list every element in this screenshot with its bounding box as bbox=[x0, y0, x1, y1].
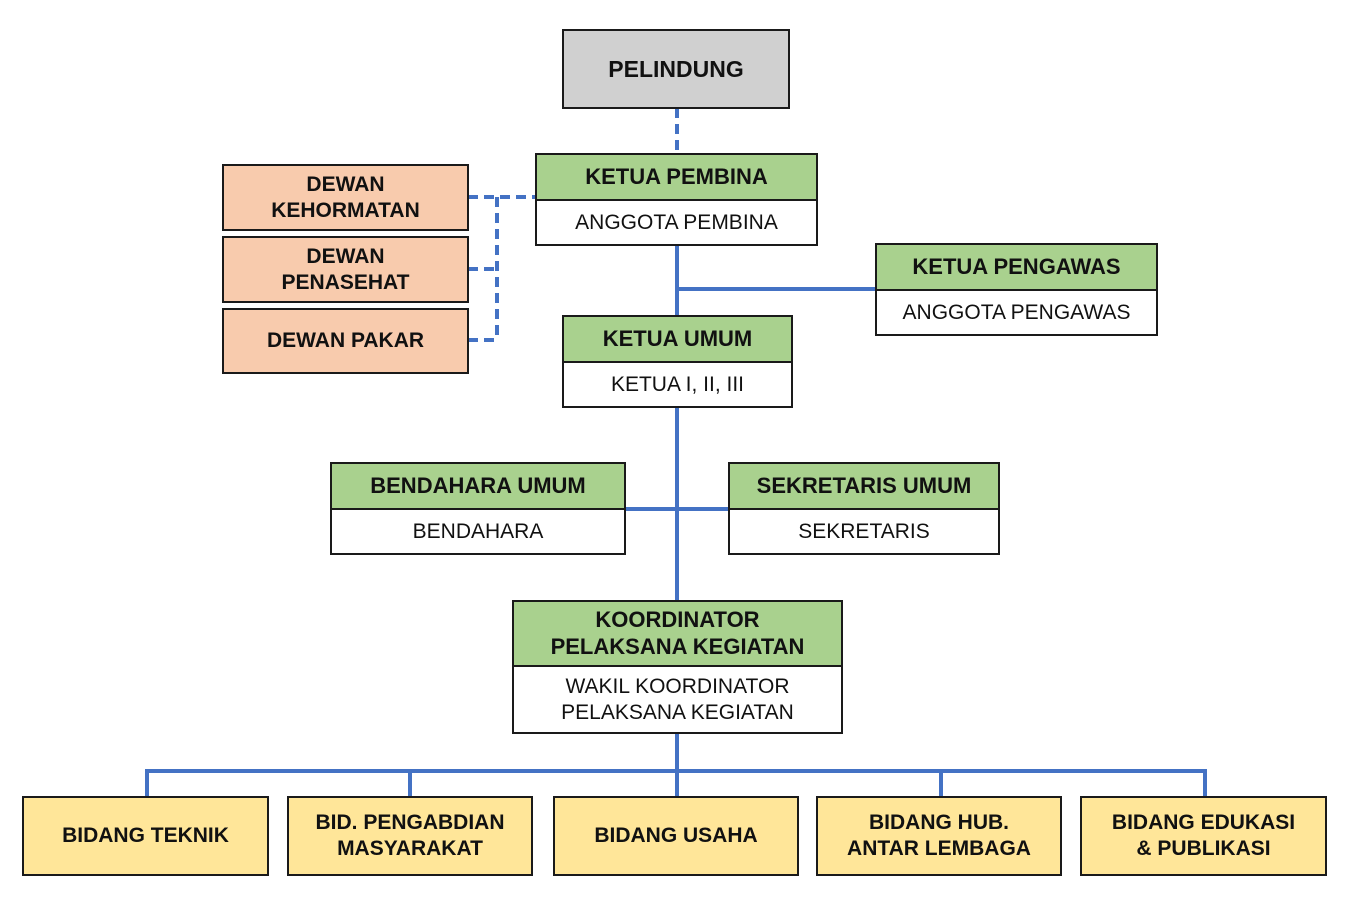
pengawas-box: KETUA PENGAWAS ANGGOTA PENGAWAS bbox=[875, 243, 1158, 336]
division-label: BIDANG TEKNIK bbox=[62, 824, 229, 848]
pelindung-label: PELINDUNG bbox=[608, 55, 744, 82]
sekretaris-members: SEKRETARIS bbox=[730, 510, 998, 553]
pembina-members: ANGGOTA PEMBINA bbox=[537, 201, 816, 244]
pembina-title: KETUA PEMBINA bbox=[537, 155, 816, 201]
council-box: DEWAN KEHORMATAN bbox=[222, 164, 469, 231]
ketua-umum-members: KETUA I, II, III bbox=[564, 363, 791, 406]
sekretaris-box: SEKRETARIS UMUM SEKRETARIS bbox=[728, 462, 1000, 555]
division-box: BIDANG USAHA bbox=[553, 796, 799, 876]
koordinator-members: WAKIL KOORDINATOR PELAKSANA KEGIATAN bbox=[514, 667, 841, 732]
ketua-umum-title: KETUA UMUM bbox=[564, 317, 791, 363]
division-label: BIDANG USAHA bbox=[594, 824, 758, 848]
council-label: DEWAN KEHORMATAN bbox=[271, 172, 420, 222]
division-box: BIDANG EDUKASI & PUBLIKASI bbox=[1080, 796, 1327, 876]
division-label: BIDANG HUB. ANTAR LEMBAGA bbox=[847, 811, 1031, 860]
ketua-umum-box: KETUA UMUM KETUA I, II, III bbox=[562, 315, 793, 408]
bendahara-title: BENDAHARA UMUM bbox=[332, 464, 624, 510]
division-label: BIDANG EDUKASI & PUBLIKASI bbox=[1111, 811, 1296, 860]
council-box: DEWAN PENASEHAT bbox=[222, 236, 469, 303]
pengawas-title: KETUA PENGAWAS bbox=[877, 245, 1156, 291]
koordinator-box: KOORDINATOR PELAKSANA KEGIATAN WAKIL KOO… bbox=[512, 600, 843, 734]
pembina-box: KETUA PEMBINA ANGGOTA PEMBINA bbox=[535, 153, 818, 246]
bendahara-members: BENDAHARA bbox=[332, 510, 624, 553]
link-councils-pembina bbox=[468, 195, 536, 342]
council-label: DEWAN PAKAR bbox=[266, 329, 425, 353]
division-label: BID. PENGABDIAN MASYARAKAT bbox=[315, 811, 505, 860]
sekretaris-title: SEKRETARIS UMUM bbox=[730, 464, 998, 510]
division-box: BIDANG TEKNIK bbox=[22, 796, 269, 876]
bendahara-box: BENDAHARA UMUM BENDAHARA bbox=[330, 462, 626, 555]
koordinator-title: KOORDINATOR PELAKSANA KEGIATAN bbox=[514, 602, 841, 667]
pengawas-members: ANGGOTA PENGAWAS bbox=[877, 291, 1156, 334]
division-box: BIDANG HUB. ANTAR LEMBAGA bbox=[816, 796, 1062, 876]
link-divisions-bus bbox=[145, 769, 1207, 797]
division-box: BID. PENGABDIAN MASYARAKAT bbox=[287, 796, 533, 876]
council-box: DEWAN PAKAR bbox=[222, 308, 469, 374]
pelindung-box: PELINDUNG bbox=[562, 29, 790, 109]
council-label: DEWAN PENASEHAT bbox=[281, 244, 410, 294]
